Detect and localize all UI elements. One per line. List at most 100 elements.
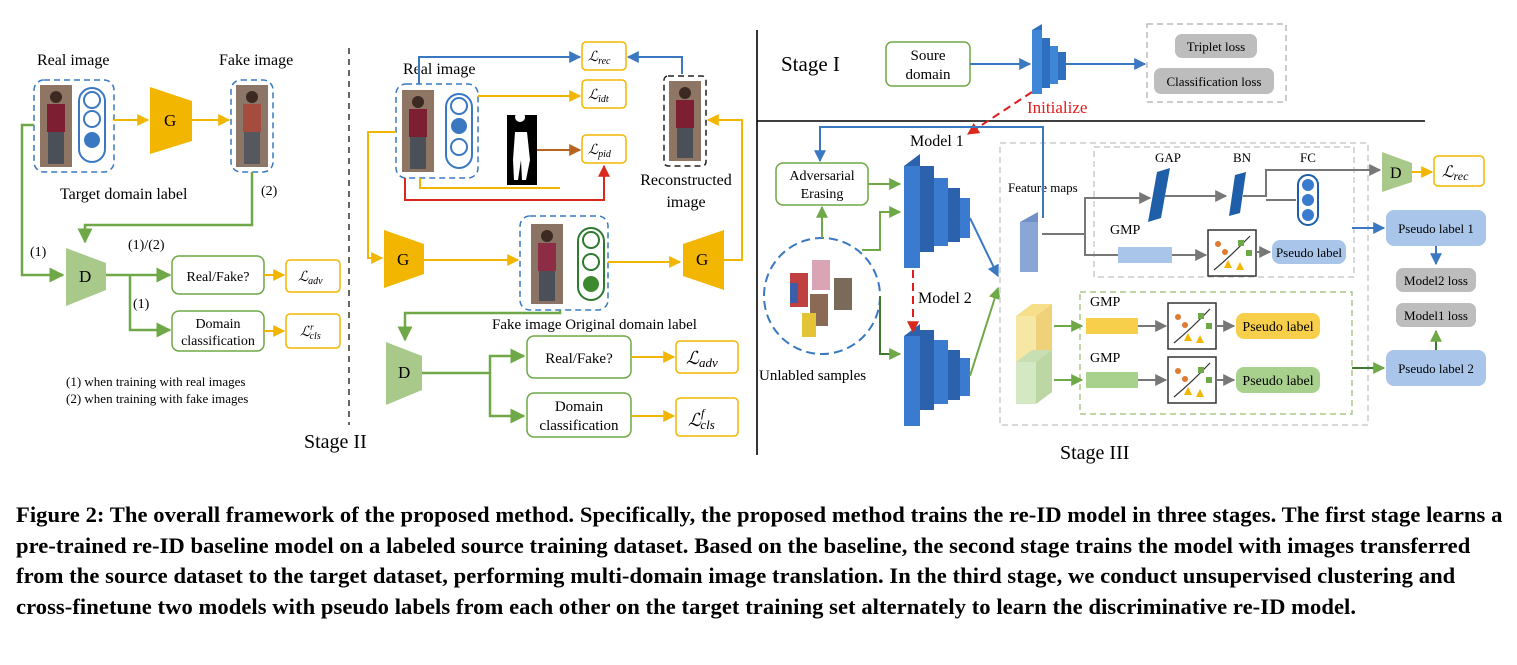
pseudo-label-2-text: Pseudo label 2 (1398, 361, 1474, 376)
note-2-text: (2) when training with fake images (66, 391, 248, 406)
note-1b-marker: (1) (133, 297, 150, 312)
gap-vector (1148, 168, 1170, 222)
pseudo-label-1-box (1386, 210, 1486, 246)
gmp-label-3: GMP (1090, 351, 1121, 366)
pseudo-label-yellow (1236, 313, 1320, 339)
source-text-2: domain (906, 67, 951, 83)
reconstructed-text-2: image (666, 194, 705, 211)
framework-diagram: Real image Fake image G Target domain la… (20, 23, 1486, 464)
domain-text: Domain (195, 317, 240, 332)
pseudo-label-green (1236, 367, 1320, 393)
stage1: Stage I Soure domain Triplet loss Classi… (781, 23, 1287, 135)
fake-image-caption: Fake image Original domain label (492, 317, 697, 333)
loss-rec-box-stage3 (1433, 155, 1485, 187)
model2-loss-box (1396, 268, 1476, 292)
reconstructed-person-image (669, 81, 701, 161)
generator-g-left (150, 87, 192, 154)
real-image-label-r: Real image (403, 61, 475, 78)
stage2-right: Real image ℒrec ℒidt ℒpid (304, 41, 743, 453)
stage2-left: Real image Fake image G Target domain la… (20, 52, 341, 406)
stage3-label: Stage III (1060, 442, 1129, 464)
gmp-vector-yellow (1086, 318, 1138, 334)
initialize-text: Initialize (1027, 98, 1087, 117)
pseudo-label-text-yellow: Pseudo label (1242, 320, 1313, 335)
sample-images (790, 260, 852, 337)
source-text-1: Soure (911, 48, 946, 64)
loss-idt-box (581, 79, 627, 109)
pseudo-label-text-green: Pseudo label (1242, 374, 1313, 389)
triplet-loss-box (1175, 34, 1257, 58)
model2-label: Model 2 (918, 290, 972, 307)
classification-text: classification (181, 334, 255, 349)
real-person-image (40, 85, 72, 167)
adversarial-text: Adversarial (789, 169, 854, 184)
note-1-marker: (1) (30, 245, 47, 260)
cnn-stage1 (1032, 24, 1066, 94)
gmp-label-1: GMP (1110, 223, 1141, 238)
model1-label: Model 1 (910, 133, 964, 150)
model1-loss-text: Model1 loss (1404, 308, 1468, 323)
classification-loss-box (1154, 68, 1274, 94)
discriminator-d-stage3 (1382, 152, 1412, 192)
target-domain-label: Target domain label (60, 186, 188, 203)
generator-label: G (164, 111, 176, 130)
fc-layer (1297, 174, 1319, 226)
model1-loss-box (1396, 303, 1476, 327)
pseudo-label-1-text: Pseudo label 1 (1398, 221, 1474, 236)
real-fake-text-r: Real/Fake? (545, 351, 613, 367)
gmp-label-2: GMP (1090, 295, 1121, 310)
feature-map-green (1016, 362, 1036, 404)
stage3-outer-dashed (999, 142, 1369, 426)
classification-loss-text: Classification loss (1167, 74, 1262, 89)
pseudo-label-text-blue: Pseudo label (1276, 245, 1342, 260)
loss-cls-f-box (675, 397, 739, 437)
fake-person-image-r (531, 224, 563, 304)
classification-text-r: classification (539, 418, 619, 434)
unlabeled-text: Unlabled samples (759, 368, 866, 384)
real-person-image-r (402, 90, 434, 172)
model1-cnn (904, 154, 970, 268)
gap-label: GAP (1155, 150, 1181, 165)
generator-g-stage2-left (384, 230, 424, 288)
pseudo-label-2-box (1386, 350, 1486, 386)
discriminator-d-stage2 (386, 342, 422, 405)
d-stage3-label: D (1390, 165, 1402, 182)
real-fake-text: Real/Fake? (187, 270, 250, 285)
figure-caption: Figure 2: The overall framework of the p… (16, 502, 1503, 619)
real-image-label: Real image (37, 52, 109, 69)
note-1-2-marker: (1)/(2) (128, 238, 165, 253)
discriminator-label: D (79, 267, 91, 286)
gmp-vector-green (1086, 372, 1138, 388)
stage1-loss-group (1146, 23, 1287, 103)
loss-rec-box (581, 41, 627, 71)
note-2-marker: (2) (261, 184, 278, 199)
model2-loss-text: Model2 loss (1404, 273, 1468, 288)
loss-adv-box-left (285, 259, 341, 293)
stage1-label: Stage I (781, 52, 840, 76)
reconstructed-image-group (663, 75, 707, 167)
gap-group (1093, 146, 1355, 278)
fake-image-group (230, 79, 274, 173)
fake-person-image (236, 85, 268, 167)
loss-adv-box-r (675, 340, 739, 374)
generator-g-stage2-right (683, 230, 724, 290)
note-1-text: (1) when training with real images (66, 374, 245, 389)
pseudo-label-blue (1272, 240, 1346, 264)
loss-cls-r-box (285, 313, 341, 349)
stage2-label: Stage II (304, 431, 367, 453)
loss-rec-stage3: ℒrec (1442, 164, 1469, 183)
gmp-lower-group (1079, 291, 1353, 415)
g-label-2: G (696, 250, 708, 269)
feature-map-blue (1020, 222, 1038, 272)
reconstructed-text-1: Reconstructed (640, 172, 732, 189)
bn-vector (1229, 172, 1246, 216)
erasing-text: Erasing (801, 187, 844, 202)
g-label-1: G (397, 250, 409, 269)
d-label: D (398, 363, 410, 382)
stage3: Model 1 Model 2 Adversarial Erasing Unla… (759, 126, 1486, 464)
bn-label: BN (1233, 150, 1252, 165)
gmp-vector-blue (1118, 247, 1172, 263)
label-vector (78, 87, 106, 163)
discriminator-d-left (66, 248, 106, 306)
fc-label: FC (1300, 150, 1316, 165)
